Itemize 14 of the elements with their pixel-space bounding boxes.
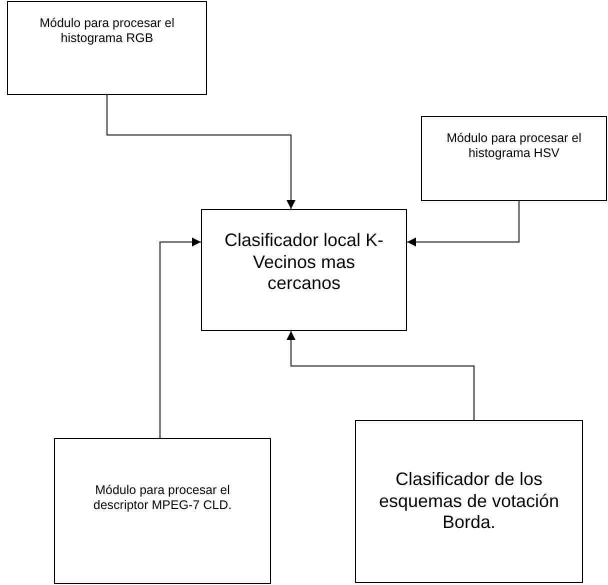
box-label: Módulo para procesar el histograma RGB [38,16,176,46]
box-label: Clasificador de los esquemas de votación Borda. [378,469,560,534]
arrow [106,94,296,210]
process-box [54,438,271,584]
arrow [286,330,474,420]
process-box [421,116,607,201]
box-label: Clasificador local K-Vecinos mas cercanos [223,230,385,295]
process-box [7,1,207,95]
box-label: Módulo para procesar el histograma HSV [446,131,582,161]
process-box [201,209,407,331]
process-box [355,420,583,583]
arrow [160,238,202,438]
arrow [406,200,520,246]
box-label: Módulo para procesar el descriptor MPEG-7 CLD. [92,483,233,513]
